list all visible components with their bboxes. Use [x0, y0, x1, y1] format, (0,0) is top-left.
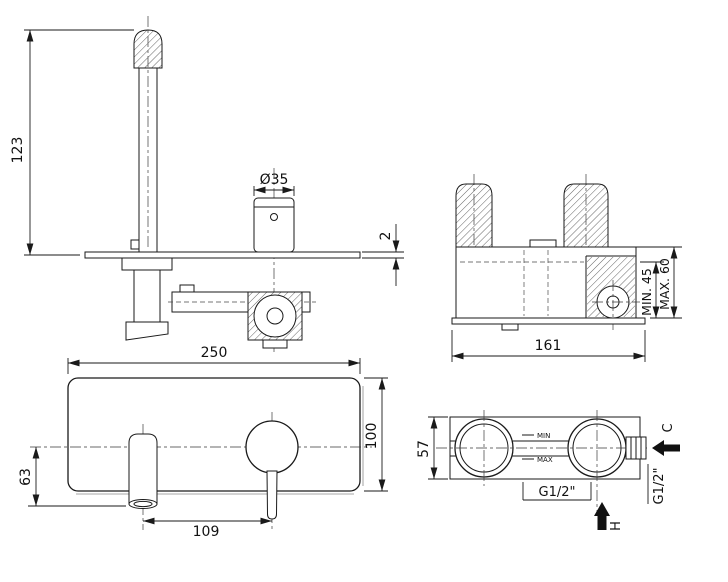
dim-label-123: 123	[10, 137, 26, 164]
dim-depth-min-max: MIN. 45 MAX. 60	[612, 246, 682, 319]
right-protection-cap	[563, 183, 609, 248]
view-faucet-side: 123 Ø35 2	[10, 16, 404, 352]
dim-plate-thickness: 2	[362, 224, 404, 286]
dim-label-57: 57	[416, 440, 432, 458]
view-valve-top: MIN MAX C H G1/2" G1/2" 57	[416, 410, 680, 531]
dim-label-109: 109	[193, 524, 220, 540]
set-screw	[130, 239, 140, 250]
dim-width-250: 250	[67, 345, 361, 374]
dim-spout-drop-63: 63	[18, 447, 126, 507]
inlet-thread-callout: G1/2"	[522, 482, 592, 501]
dim-width-161: 161	[451, 330, 646, 362]
spout-front	[128, 433, 158, 509]
handle-front	[245, 420, 299, 520]
handle-screw	[270, 213, 278, 221]
cartridge-circle	[253, 294, 297, 338]
wall-plate-side	[84, 251, 361, 259]
dim-label-min-45: MIN. 45	[639, 268, 654, 316]
handle-side	[253, 197, 295, 253]
spout-outlet	[128, 499, 158, 509]
wall-plate-front	[67, 377, 361, 492]
dim-label-diameter-35: Ø35	[260, 172, 289, 188]
hot-label: H	[609, 521, 624, 531]
left-protection-cap	[455, 183, 493, 248]
dim-height-100: 100	[364, 377, 388, 492]
handle-rosette	[245, 420, 299, 474]
dim-label-100: 100	[364, 423, 380, 450]
dim-label-161: 161	[535, 338, 562, 354]
min-label: MIN	[537, 432, 550, 440]
hot-flow-arrow	[594, 502, 610, 530]
side-port-thread	[625, 436, 647, 460]
inlet-thread-label: G1/2"	[539, 485, 576, 500]
dim-label-2: 2	[378, 232, 394, 241]
view-plate-front: 250 100 63 109	[18, 345, 388, 540]
outlet-thread-callout: G1/2"	[647, 464, 667, 505]
view-valve-side: 161 MIN. 45 MAX. 60	[451, 174, 682, 362]
dim-depth-57: 57	[416, 416, 448, 480]
inwall-valve-body	[168, 284, 316, 349]
aerator-cap	[133, 29, 163, 69]
dim-label-max-60: MAX. 60	[657, 258, 672, 310]
dim-label-250: 250	[201, 345, 228, 361]
handle-lever	[266, 470, 278, 520]
spout-side	[130, 29, 163, 252]
dim-handle-diameter: Ø35	[253, 172, 295, 196]
inwall-spout-body	[121, 257, 173, 341]
base-plate	[451, 317, 646, 325]
dim-label-63: 63	[18, 468, 34, 486]
max-label: MAX	[537, 456, 553, 464]
dim-spout-offset-109: 109	[143, 517, 272, 540]
cold-label: C	[661, 423, 676, 432]
dim-height-123: 123	[10, 29, 134, 256]
outlet-thread-label: G1/2"	[652, 468, 667, 505]
cold-flow-arrow	[652, 440, 680, 456]
